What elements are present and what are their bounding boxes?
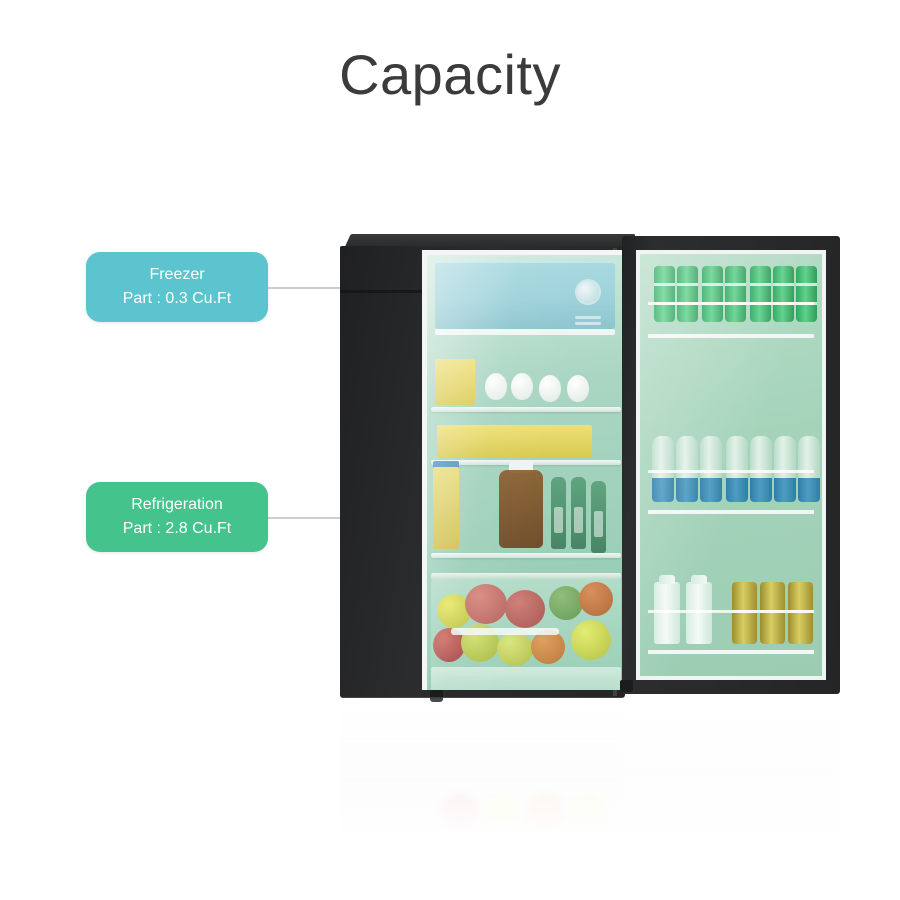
- yellow-package: [433, 467, 459, 549]
- egg: [567, 375, 589, 402]
- egg: [539, 375, 561, 402]
- yellow-fruit: [497, 632, 533, 666]
- callout-freezer-title: Freezer: [149, 266, 205, 283]
- soda-can: [796, 266, 817, 322]
- bin-rail-bottom: [648, 610, 814, 613]
- crisper-front-panel: [431, 667, 621, 690]
- refrigerator-door[interactable]: [622, 236, 840, 694]
- callout-refrigeration-title: Refrigeration: [131, 496, 223, 513]
- shelf-lower: [431, 553, 621, 558]
- soda-can: [677, 266, 698, 322]
- page-title: Capacity: [339, 43, 561, 106]
- yellow-food-box: [435, 359, 475, 405]
- milk-carton: [654, 575, 680, 644]
- water-bottle: [798, 436, 820, 502]
- water-bottle: [774, 436, 796, 502]
- water-bottle: [726, 436, 748, 502]
- yellow-fruit: [571, 620, 611, 660]
- soda-can: [773, 266, 794, 322]
- bin-rail-top: [648, 302, 814, 305]
- reflection-door: [622, 697, 840, 847]
- temperature-dial-icon: [575, 279, 601, 305]
- green-bottle: [551, 477, 566, 549]
- water-bottle: [676, 436, 698, 502]
- callout-refrigeration: Refrigeration Part : 2.8 Cu.Ft: [86, 482, 268, 552]
- yellow-food-tray: [437, 425, 592, 458]
- leveling-foot-left: [430, 690, 443, 702]
- door-bin-middle: [648, 432, 814, 514]
- water-bottle: [700, 436, 722, 502]
- bin-rail-middle: [648, 470, 814, 473]
- reflection-cabinet: [340, 697, 625, 847]
- reflection-fruit: [480, 797, 524, 837]
- callout-freezer: Freezer Part : 0.3 Cu.Ft: [86, 252, 268, 322]
- refrigerator-interior: [422, 250, 622, 690]
- orange-fruit: [579, 582, 613, 616]
- reflection-fruit: [566, 795, 608, 835]
- water-bottle: [750, 436, 772, 502]
- gold-can: [732, 582, 757, 644]
- shelf-top: [431, 407, 621, 412]
- freezer-lip: [435, 329, 615, 335]
- orange-fruit: [531, 630, 565, 664]
- apple: [465, 584, 507, 624]
- egg: [511, 373, 533, 400]
- milk-carton: [686, 575, 712, 644]
- crisper-handle: [451, 628, 559, 635]
- soda-can: [725, 266, 746, 322]
- soda-can: [702, 266, 723, 322]
- callout-freezer-value: Part : 0.3 Cu.Ft: [122, 290, 232, 307]
- green-bottle: [591, 481, 606, 553]
- apple: [505, 590, 545, 628]
- reflection-fruit: [526, 793, 564, 829]
- door-bin-bottom: [648, 572, 814, 654]
- refrigerator-illustration: [330, 228, 850, 702]
- door-liner: [636, 250, 826, 680]
- reflection-fruit: [440, 793, 480, 831]
- water-bottle: [652, 436, 674, 502]
- soda-can: [654, 266, 675, 322]
- crisper-top-panel: [431, 573, 621, 580]
- crisper-drawer: [431, 580, 621, 676]
- freezer-compartment: [435, 261, 615, 329]
- gold-can: [760, 582, 785, 644]
- gold-can: [788, 582, 813, 644]
- green-bottle: [571, 477, 586, 549]
- package-label: [433, 461, 459, 471]
- door-bin-top: [648, 260, 814, 338]
- soda-can: [750, 266, 771, 322]
- brown-juice-jug: [499, 470, 543, 548]
- egg: [485, 373, 507, 400]
- vent-icon: [575, 316, 601, 319]
- green-fruit: [549, 586, 583, 620]
- leveling-foot-right: [620, 680, 633, 692]
- floor-reflection: [330, 697, 850, 847]
- callout-refrigeration-value: Part : 2.8 Cu.Ft: [122, 520, 232, 537]
